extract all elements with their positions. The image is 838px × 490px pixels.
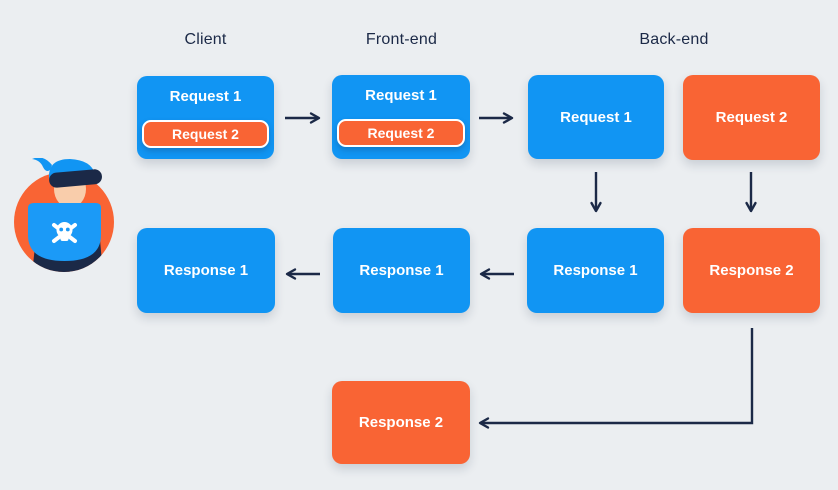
node-label: Response 1	[359, 262, 444, 279]
node-label: Request 1	[560, 108, 632, 126]
arrow-backend-response2-to-frontend-response2	[478, 328, 754, 429]
node-client-request-stack: Request 1 Request 2	[137, 76, 274, 159]
nested-node-request-2: Request 2	[142, 120, 269, 148]
column-label-client: Client	[184, 31, 227, 48]
skull-and-crossbones-icon	[52, 222, 77, 243]
node-backend-response-2: Response 2	[683, 228, 820, 313]
mask-icon	[49, 169, 102, 188]
node-backend-response-1: Response 1	[527, 228, 664, 313]
node-label-request-1: Request 1	[365, 87, 437, 104]
nested-node-request-2: Request 2	[337, 119, 465, 147]
node-label: Response 1	[163, 262, 249, 279]
node-client-response-1: Response 1	[137, 228, 275, 313]
hacker-avatar-icon	[14, 158, 114, 272]
node-frontend-response-2: Response 2	[332, 381, 470, 464]
node-label: Request 2	[715, 109, 788, 126]
node-frontend-request-stack: Request 1 Request 2	[332, 75, 470, 159]
node-backend-request-1: Request 1	[528, 75, 664, 159]
node-frontend-response-1: Response 1	[333, 228, 470, 313]
node-label: Response 2	[709, 262, 794, 279]
node-label: Response 2	[358, 414, 444, 431]
node-backend-request-2: Request 2	[683, 75, 820, 160]
column-label-frontend: Front-end	[365, 31, 438, 48]
node-label-request-1: Request 1	[169, 88, 242, 105]
column-label-backend: Back-end	[639, 31, 709, 48]
node-label: Response 1	[553, 262, 638, 279]
